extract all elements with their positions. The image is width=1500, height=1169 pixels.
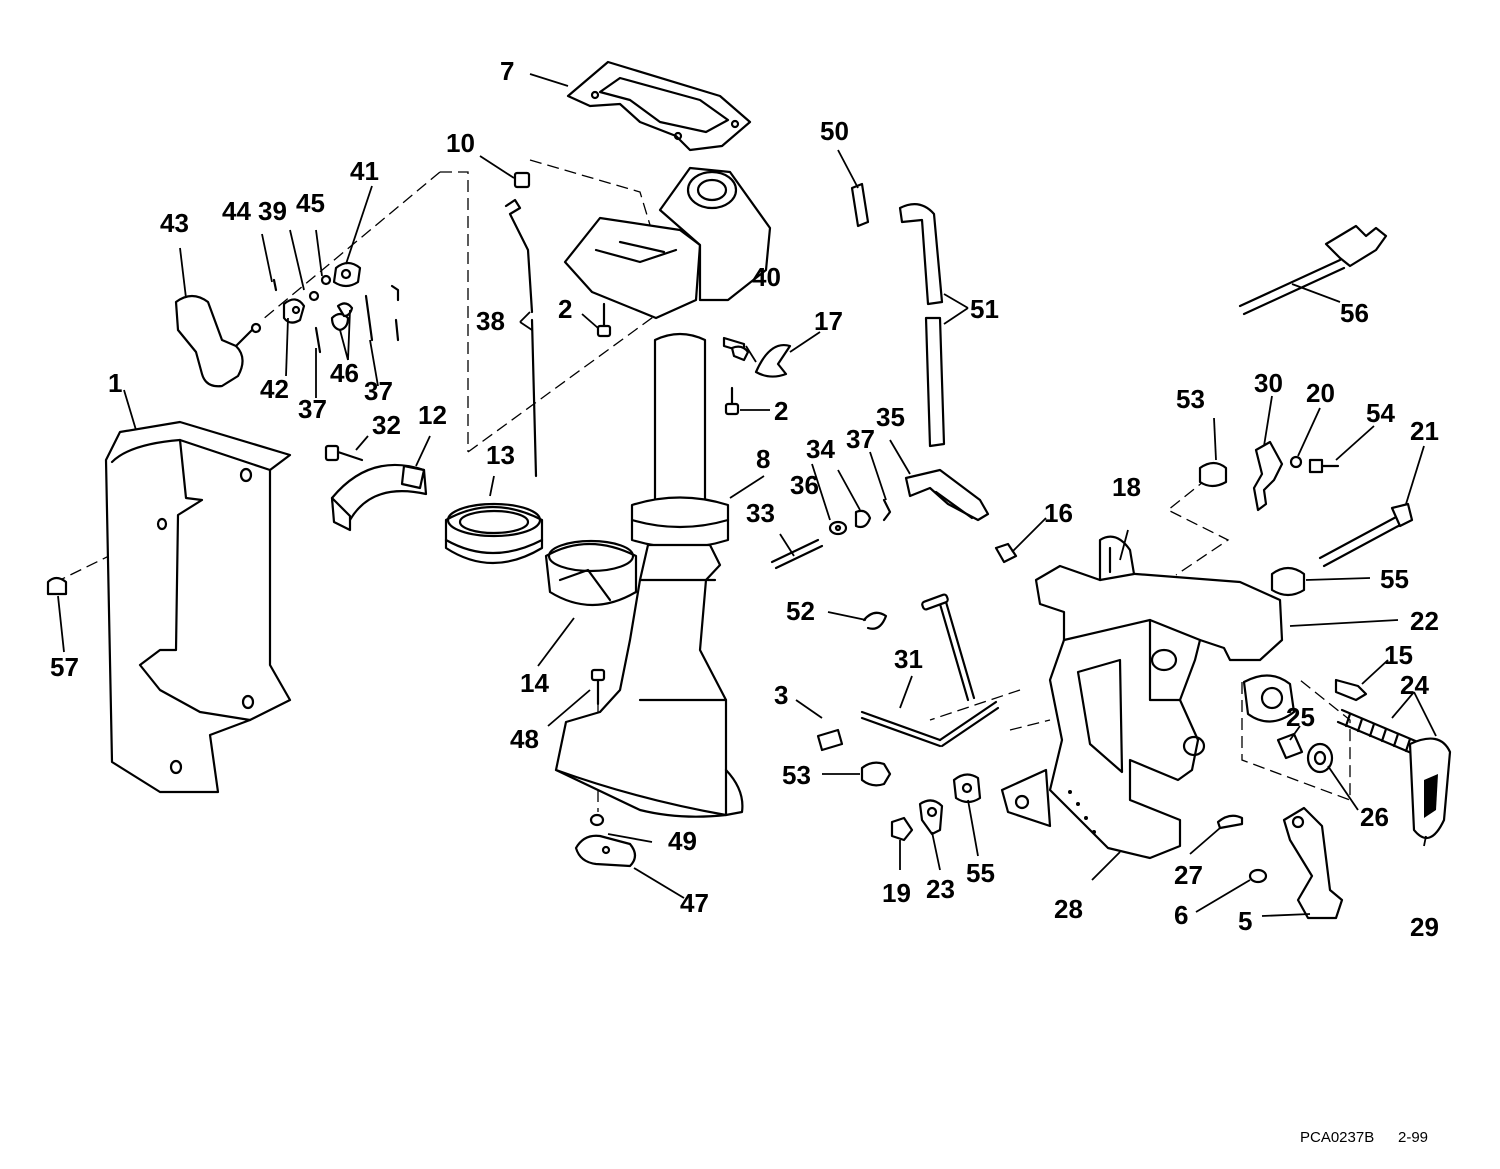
part-tilt-screw xyxy=(1276,708,1452,840)
callout-25: 25 xyxy=(1286,702,1315,732)
part-gasket xyxy=(566,60,752,152)
callout-19: 19 xyxy=(882,878,911,908)
callout-23: 23 xyxy=(926,874,955,904)
callout-55-upper: 55 xyxy=(1380,564,1409,594)
callout-38: 38 xyxy=(476,306,505,336)
callout-50: 50 xyxy=(820,116,849,146)
callout-31: 31 xyxy=(894,644,923,674)
part-small-hardware xyxy=(272,261,400,354)
part-pins-washers xyxy=(770,468,990,570)
callout-labels: 1 2 2 3 5 6 7 8 10 12 13 14 15 16 17 18 … xyxy=(50,56,1439,942)
callout-54: 54 xyxy=(1366,398,1395,428)
part-bracket-30 xyxy=(1252,440,1340,512)
callout-33: 33 xyxy=(746,498,775,528)
callout-22: 22 xyxy=(1410,606,1439,636)
callout-2-upper: 2 xyxy=(558,294,572,324)
part-rod-56 xyxy=(1238,224,1388,316)
callout-30: 30 xyxy=(1254,368,1283,398)
callout-5: 5 xyxy=(1238,906,1252,936)
callout-21: 21 xyxy=(1410,416,1439,446)
part-driveshaft-housing xyxy=(554,166,772,818)
callout-43: 43 xyxy=(160,208,189,238)
callout-45: 45 xyxy=(296,188,325,218)
part-grommet-10 xyxy=(513,171,531,189)
callout-13: 13 xyxy=(486,440,515,470)
callout-37-a: 37 xyxy=(298,394,327,424)
part-stern-bracket xyxy=(1000,535,1296,860)
callout-27: 27 xyxy=(1174,860,1203,890)
leader-lines xyxy=(57,73,1437,917)
part-hoses xyxy=(850,182,946,448)
part-clip-17 xyxy=(754,343,792,378)
part-lower-hardware xyxy=(574,668,637,868)
callout-17: 17 xyxy=(814,306,843,336)
part-clamp-handle xyxy=(1216,806,1344,920)
callout-56: 56 xyxy=(1340,298,1369,328)
callout-57: 57 xyxy=(50,652,79,682)
callout-2-lower: 2 xyxy=(774,396,788,426)
callout-40: 40 xyxy=(752,262,781,292)
callout-34: 34 xyxy=(806,434,835,464)
callout-10: 10 xyxy=(446,128,475,158)
part-screw-57 xyxy=(46,576,68,596)
part-bushing-ring xyxy=(444,502,544,564)
part-lever-31 xyxy=(816,461,1228,787)
callout-44: 44 xyxy=(222,196,251,226)
drawing-code: PCA0237B xyxy=(1300,1129,1374,1146)
callout-28: 28 xyxy=(1054,894,1083,924)
callout-7: 7 xyxy=(500,56,514,86)
part-shift-handle xyxy=(174,294,262,388)
callout-37-b: 37 xyxy=(364,376,393,406)
callout-53-upper: 53 xyxy=(1176,384,1205,414)
callout-41: 41 xyxy=(350,156,379,186)
part-clamp xyxy=(330,463,428,532)
callout-8: 8 xyxy=(756,444,770,474)
part-screw-32 xyxy=(324,444,364,462)
callout-26: 26 xyxy=(1360,802,1389,832)
callout-15: 15 xyxy=(1384,640,1413,670)
callout-37-c: 37 xyxy=(846,424,875,454)
callout-55-lower: 55 xyxy=(966,858,995,888)
drawing-revision: 2-99 xyxy=(1398,1129,1428,1146)
callout-6: 6 xyxy=(1174,900,1188,930)
callout-18: 18 xyxy=(1112,472,1141,502)
callout-52: 52 xyxy=(786,596,815,626)
callout-46: 46 xyxy=(330,358,359,388)
callout-39: 39 xyxy=(258,196,287,226)
part-linkage-rods xyxy=(504,198,538,478)
callout-42: 42 xyxy=(260,374,289,404)
callout-14: 14 xyxy=(520,668,549,698)
callout-24: 24 xyxy=(1400,670,1429,700)
callout-47: 47 xyxy=(680,888,709,918)
callout-3: 3 xyxy=(774,680,788,710)
callout-32: 32 xyxy=(372,410,401,440)
callout-29: 29 xyxy=(1410,912,1439,942)
part-bolts-washers xyxy=(890,502,1414,842)
callout-51: 51 xyxy=(970,294,999,324)
callout-49: 49 xyxy=(668,826,697,856)
callout-36: 36 xyxy=(790,470,819,500)
callout-53-lower: 53 xyxy=(782,760,811,790)
part-bolts xyxy=(596,302,750,416)
part-liner xyxy=(544,539,638,607)
callout-12: 12 xyxy=(418,400,447,430)
part-cover-shield xyxy=(104,420,292,794)
callout-1: 1 xyxy=(108,368,122,398)
dashed-guides xyxy=(59,159,1351,812)
callout-35: 35 xyxy=(876,402,905,432)
callout-20: 20 xyxy=(1306,378,1335,408)
callout-16: 16 xyxy=(1044,498,1073,528)
callout-48: 48 xyxy=(510,724,539,754)
